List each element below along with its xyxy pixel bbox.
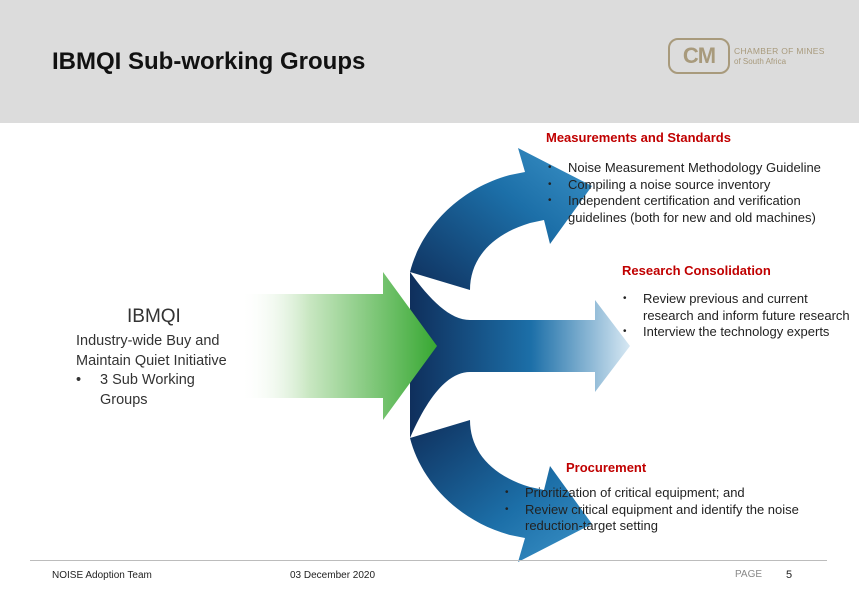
measurements-heading: Measurements and Standards bbox=[546, 130, 731, 145]
ibmqi-list: 3 Sub Working Groups bbox=[76, 371, 216, 410]
list-item: Review previous and current research and… bbox=[623, 291, 851, 324]
ibmqi-description: Industry-wide Buy and Maintain Quiet Ini… bbox=[76, 333, 227, 369]
logo-text-line1: CHAMBER OF MINES bbox=[734, 46, 825, 56]
list-item: Independent certification and verificati… bbox=[548, 193, 848, 226]
header-band bbox=[0, 0, 859, 123]
page-title: IBMQI Sub-working Groups bbox=[52, 48, 366, 75]
ibmqi-title: IBMQI bbox=[127, 306, 181, 327]
procurement-heading: Procurement bbox=[566, 460, 647, 475]
research-list: Review previous and current research and… bbox=[623, 291, 851, 341]
arrow-green-main bbox=[240, 272, 437, 420]
list-item: Interview the technology experts bbox=[623, 324, 851, 341]
logo-mark: CM bbox=[668, 38, 730, 74]
arrow-middle-branch bbox=[410, 272, 630, 438]
footer-page-label: PAGE bbox=[735, 569, 763, 580]
list-item: Prioritization of critical equipment; an… bbox=[505, 485, 825, 502]
arrow-up-branch bbox=[410, 148, 592, 290]
footer-date: 03 December 2020 bbox=[290, 570, 376, 581]
chamber-of-mines-logo: CM CHAMBER OF MINES of South Africa bbox=[668, 38, 848, 78]
measurements-list: Noise Measurement Methodology Guideline … bbox=[548, 160, 848, 226]
footer-team: NOISE Adoption Team bbox=[52, 570, 152, 581]
list-item: 3 Sub Working Groups bbox=[76, 371, 216, 410]
footer-divider bbox=[30, 560, 827, 561]
list-item: Noise Measurement Methodology Guideline bbox=[548, 160, 848, 177]
procurement-list: Prioritization of critical equipment; an… bbox=[505, 485, 825, 535]
logo-text-line2: of South Africa bbox=[734, 57, 787, 66]
page-number: 5 bbox=[786, 569, 793, 581]
list-item: Review critical equipment and identify t… bbox=[505, 502, 825, 535]
list-item: Compiling a noise source inventory bbox=[548, 177, 848, 194]
research-heading: Research Consolidation bbox=[622, 263, 771, 278]
